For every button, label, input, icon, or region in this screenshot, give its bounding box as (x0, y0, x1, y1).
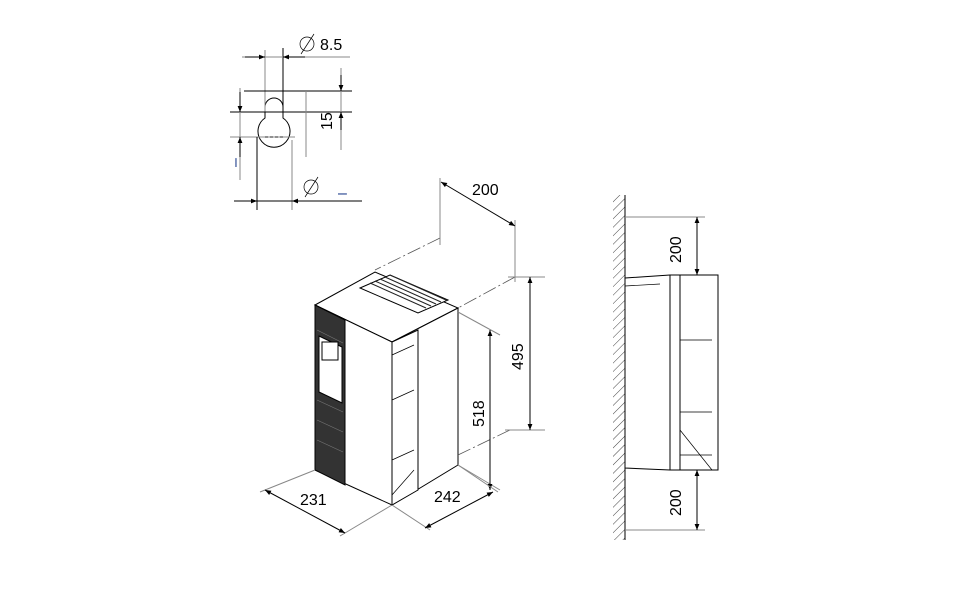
diameter-symbol-icon (299, 33, 315, 55)
slot-height-label: 15 (319, 112, 336, 130)
diameter-symbol-icon (303, 176, 319, 198)
clearance-top-label: 200 (472, 182, 499, 199)
isometric-dimensions: 200 495 518 231 242 (259, 178, 545, 537)
width-label: 231 (300, 492, 327, 509)
total-height-label: 518 (471, 400, 488, 427)
side-view: 200 200 (613, 195, 719, 540)
slot-diameter-label: 8.5 (320, 37, 342, 54)
hole-diameter-label: – (338, 185, 347, 202)
keyhole-detail: 8.5 15 – – (227, 33, 362, 210)
display-screen (321, 341, 339, 361)
mounting-height-label: 495 (510, 343, 527, 370)
depth-label: 242 (434, 489, 461, 506)
wall (613, 195, 625, 540)
side-clearance-top-label: 200 (668, 236, 685, 263)
isometric-device (313, 271, 460, 506)
hole-offset-label: – (227, 158, 244, 167)
side-clearance-bottom-label: 200 (668, 489, 685, 516)
